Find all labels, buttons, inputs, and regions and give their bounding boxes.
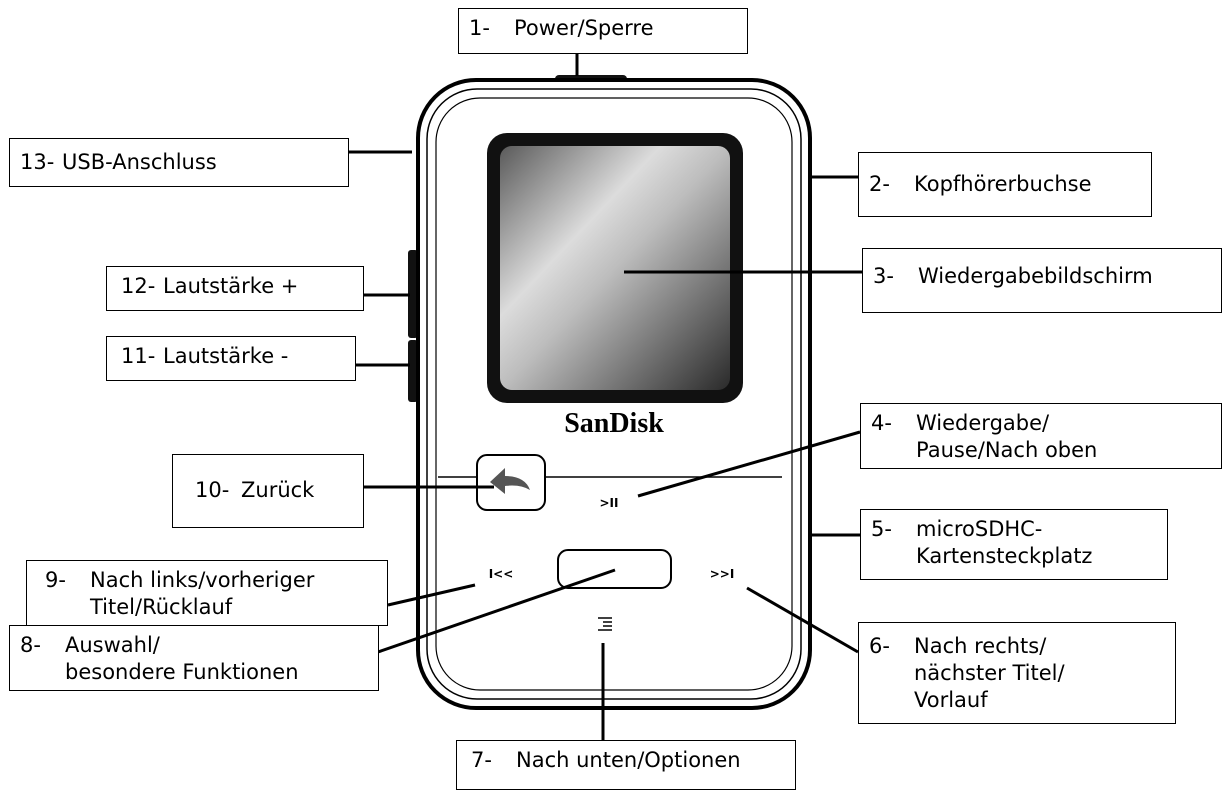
callout-previous-rewind: 9- Nach links/vorheriger Titel/Rücklauf [26,560,388,626]
callout-text: Titel/Rücklauf [90,595,233,619]
volume-up-button [408,250,418,338]
callout-text: Power/Sperre [514,16,654,40]
callout-number: 12- [121,274,156,298]
callout-number: 4- [871,411,892,435]
callout-text: USB-Anschluss [62,150,217,174]
menu-lines-icon [598,617,612,631]
leader-9 [387,583,476,607]
callout-next-forward: 6- Nach rechts/ nächster Titel/ Vorlauf [858,622,1176,724]
callout-number: 7- [471,748,492,772]
callout-number: 13- [20,150,55,174]
callout-volume-down: 11- Lautstärke - [106,336,356,381]
callout-number: 11- [121,344,156,368]
callout-volume-up: 12- Lautstärke + [106,266,364,311]
callout-number: 8- [20,633,41,657]
callout-number: 2- [869,172,890,196]
callout-text: Zurück [241,478,315,502]
callout-headphone-jack: 2- Kopfhörerbuchse [858,152,1152,217]
callout-text: microSDHC- [916,517,1043,541]
callout-number: 9- [45,568,66,592]
callout-play-pause-up: 4- Wiedergabe/ Pause/Nach oben [860,403,1222,469]
back-arrow-icon [490,468,530,494]
leader-6 [746,586,859,654]
callout-text: Nach links/vorheriger [90,568,315,592]
callout-power-lock: 1- Power/Sperre [458,8,748,54]
callout-text: Wiedergabebildschirm [918,264,1153,288]
device-bezel-inner [435,97,793,691]
callout-text: Nach unten/Optionen [516,748,741,772]
previous-track-icon: I<< [489,567,514,581]
callout-down-options: 7- Nach unten/Optionen [456,740,796,790]
leader-4 [637,430,861,498]
callout-number: 10- [195,478,230,502]
callout-text: Lautstärke + [163,274,299,298]
callout-text: Vorlauf [914,688,988,712]
playback-screen [500,146,730,390]
callout-number: 6- [869,634,890,658]
callout-text: nächster Titel/ [914,661,1065,685]
callout-text: Lautstärke - [163,344,289,368]
next-track-icon: >>I [710,567,735,581]
callout-number: 3- [873,264,894,288]
callout-text: Kartensteckplatz [916,544,1093,568]
callout-text: Nach rechts/ [914,634,1047,658]
brand-logo: SanDisk [564,408,664,439]
callout-text: Pause/Nach oben [916,438,1098,462]
device-bezel-outer [426,88,802,700]
callout-text: Wiedergabe/ [916,411,1050,435]
callout-select-functions: 8- Auswahl/ besondere Funktionen [9,625,379,691]
callout-number: 5- [871,517,892,541]
callout-playback-screen: 3- Wiedergabebildschirm [862,248,1222,313]
callout-text: Kopfhörerbuchse [914,172,1092,196]
callout-text: Auswahl/ [65,633,160,657]
callout-usb-port: 13- USB-Anschluss [9,138,349,187]
callout-microsdhc-slot: 5- microSDHC- Kartensteckplatz [860,509,1168,580]
callout-number: 1- [469,16,490,40]
leader-lines [348,53,862,740]
play-pause-icon: >II [600,496,619,510]
leader-8 [377,568,616,654]
callout-back: 10- Zurück [172,454,364,528]
callout-text: besondere Funktionen [65,660,299,684]
volume-down-button [408,340,418,402]
